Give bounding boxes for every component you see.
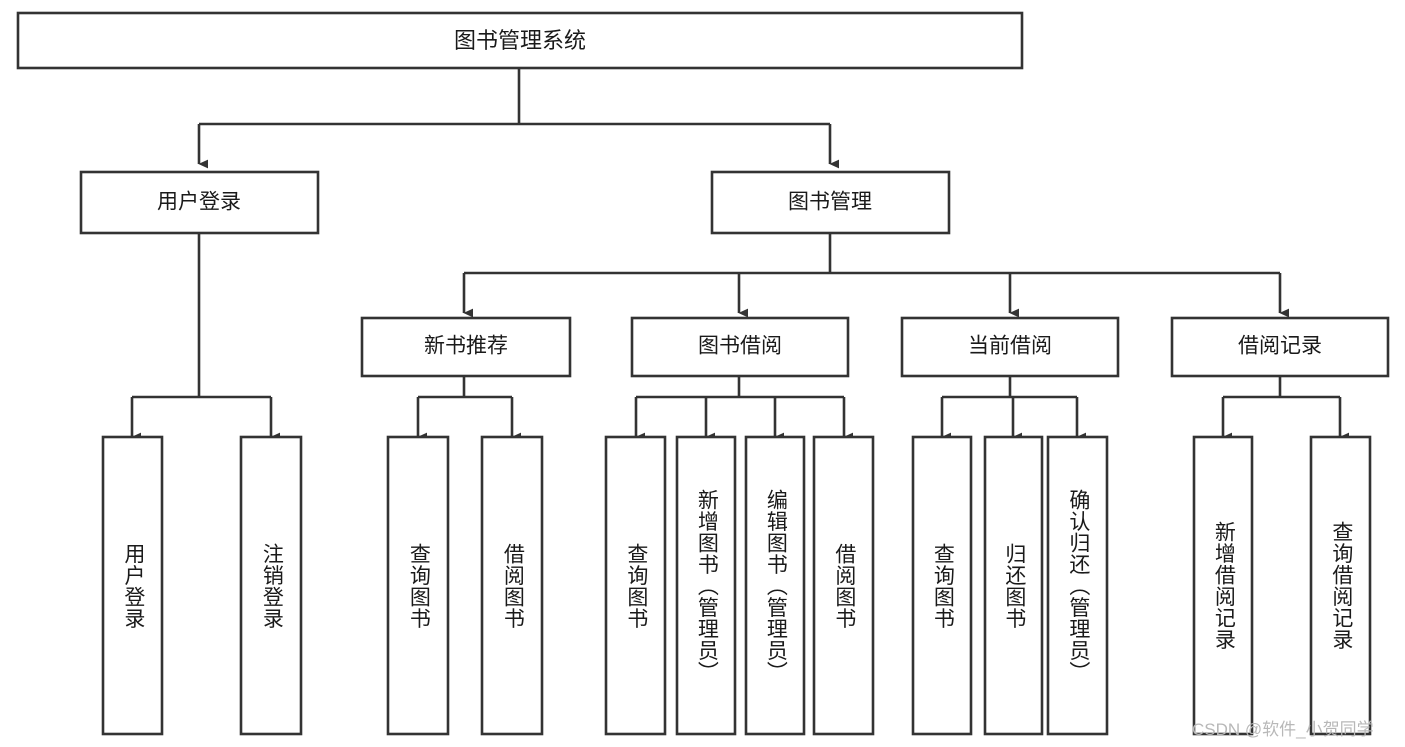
connector-group-root-to-level2 — [197, 68, 839, 169]
node-leaf11-box[interactable] — [1046, 435, 1109, 736]
leaf-boxes-group — [101, 435, 1372, 736]
node-login-label: 用户登录 — [157, 191, 241, 214]
node-borrow-label: 图书借阅 — [698, 335, 782, 358]
node-leaf12-box[interactable] — [1192, 435, 1254, 736]
connector-group-records-to-leaves — [1221, 376, 1349, 442]
csdn-watermark: CSDN @软件_小贺同学 — [1192, 720, 1374, 739]
node-leaf10-box[interactable] — [983, 435, 1044, 736]
node-newbook-box[interactable] — [360, 316, 572, 378]
connector-group-bookmgmt-to-level3 — [462, 233, 1289, 318]
node-bookmgmt[interactable]: 图书管理 — [710, 170, 951, 235]
node-leaf3-box[interactable] — [386, 435, 450, 736]
node-leaf13-box[interactable] — [1309, 435, 1372, 736]
node-leaf6-box[interactable] — [675, 435, 737, 736]
node-leaf8-box[interactable] — [812, 435, 875, 736]
node-borrow-box[interactable] — [630, 316, 850, 378]
connector-group-borrow-to-leaves — [634, 376, 853, 442]
connector-group-current-to-leaves — [940, 376, 1086, 442]
node-borrow[interactable]: 图书借阅 — [630, 316, 850, 378]
node-leaf7-box[interactable] — [744, 435, 806, 736]
node-leaf4-box[interactable] — [480, 435, 544, 736]
node-login[interactable]: 用户登录 — [79, 170, 320, 235]
node-leaf2-box[interactable] — [239, 435, 303, 736]
node-bookmgmt-box[interactable] — [710, 170, 951, 235]
node-records[interactable]: 借阅记录 — [1170, 316, 1390, 378]
node-current-label: 当前借阅 — [968, 335, 1052, 358]
node-root-label: 图书管理系统 — [454, 28, 586, 53]
node-leaf1-box[interactable] — [101, 435, 164, 736]
node-leaf9-box[interactable] — [911, 435, 973, 736]
node-newbook[interactable]: 新书推荐 — [360, 316, 572, 378]
node-current[interactable]: 当前借阅 — [900, 316, 1120, 378]
node-login-box[interactable] — [79, 170, 320, 235]
connector-group-newbook-to-leaves — [416, 376, 521, 442]
node-newbook-label: 新书推荐 — [424, 335, 508, 358]
node-root[interactable]: 图书管理系统 — [16, 11, 1024, 70]
node-root-box[interactable] — [16, 11, 1024, 70]
node-records-box[interactable] — [1170, 316, 1390, 378]
node-leaf5-box[interactable] — [604, 435, 667, 736]
node-records-label: 借阅记录 — [1238, 335, 1322, 358]
connector-group-login-to-leaves — [130, 233, 280, 442]
node-bookmgmt-label: 图书管理 — [788, 191, 872, 214]
node-current-box[interactable] — [900, 316, 1120, 378]
